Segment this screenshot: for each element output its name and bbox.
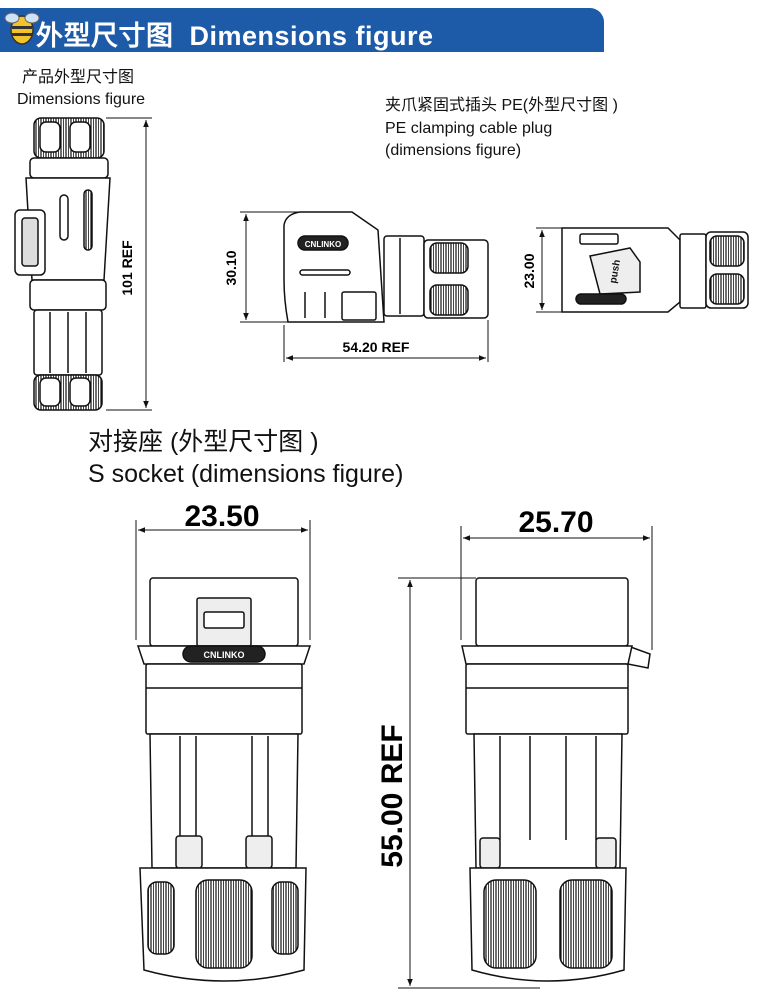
product-connector-drawing (14, 117, 111, 411)
header-title-en: Dimensions figure (189, 21, 434, 51)
socket-brand-text: CNLINKO (204, 650, 245, 660)
socket-dim-width-front: 23.50 (184, 500, 259, 533)
socket-front-dimension (135, 520, 311, 640)
socket-side-drawing (461, 577, 651, 982)
plug-label-cn: 夹爪紧固式插头 PE(外型尺寸图 ) (385, 97, 618, 114)
header-title-cn: 外型尺寸图 (36, 21, 174, 51)
plug-label-en1: PE clamping cable plug (385, 120, 553, 137)
bee-logo-icon (4, 12, 40, 45)
socket-dim-height: 55.00 REF (376, 724, 409, 867)
product-label-en: Dimensions figure (17, 91, 146, 108)
product-length-dimension (106, 117, 152, 411)
socket-side-dimensions (398, 526, 653, 989)
socket-label-cn: 对接座 (外型尺寸图 ) (88, 428, 319, 456)
header-bar (0, 8, 604, 52)
plug-label-en2: (dimensions figure) (385, 142, 522, 159)
plug-dim-height: 30.10 (223, 250, 239, 285)
plug-top-drawing: push (561, 227, 749, 313)
header-banner: 外型尺寸图 Dimensions figure (0, 0, 604, 52)
socket-dim-width-side: 25.70 (518, 506, 593, 539)
plug-top-dimension (536, 227, 570, 313)
plug-front-dimensions (240, 211, 489, 362)
product-dim-length: 101 REF (119, 240, 135, 296)
plug-brand-text: CNLINKO (305, 240, 341, 249)
plug-dim-height-side: 23.00 (521, 253, 537, 288)
header-title: 外型尺寸图 Dimensions figure (36, 14, 434, 53)
plug-front-drawing: CNLINKO (283, 211, 489, 323)
socket-front-drawing: CNLINKO (136, 577, 312, 982)
socket-label-en: S socket (dimensions figure) (88, 460, 404, 488)
product-label-cn: 产品外型尺寸图 (22, 69, 135, 86)
plug-push-text: push (608, 259, 623, 284)
plug-dim-length: 54.20 REF (343, 339, 410, 355)
